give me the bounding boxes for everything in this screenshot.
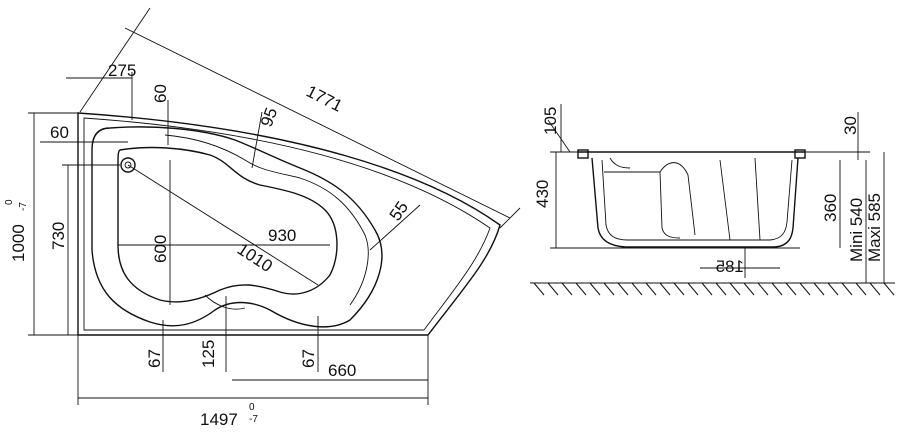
- dim-line-1010: [127, 164, 319, 286]
- floor-hatch-stroke: [799, 282, 811, 296]
- floor-hatch-stroke: [841, 282, 853, 296]
- dim-line-55: [369, 204, 421, 251]
- floor-hatch-stroke: [785, 282, 797, 296]
- tub-rim-inner-edge: [83, 117, 491, 331]
- side-contour-1: [719, 159, 731, 241]
- floor-hatch-stroke: [757, 282, 769, 296]
- dim-67-right: 67: [299, 349, 318, 368]
- dim-1000-tol-lower: -7: [18, 202, 29, 211]
- dim-105: 105: [541, 107, 560, 135]
- tub-outer-rim: [77, 112, 501, 336]
- side-backrest: [659, 162, 696, 236]
- side-rim-left-lip: [577, 149, 589, 159]
- dim-1000-tol-upper: 0: [4, 199, 15, 205]
- dim-1771: 1771: [303, 82, 345, 116]
- floor-hatch-stroke: [771, 282, 783, 296]
- dim-1497-tol-upper: 0: [249, 402, 255, 413]
- floor-hatch-stroke: [617, 282, 629, 296]
- floor-hatch-stroke: [575, 282, 587, 296]
- side-view: 105 430 30 360 Mini 540 Maxi 585 185: [530, 104, 895, 296]
- drain-icon: [120, 157, 136, 173]
- floor-hatch-stroke: [561, 282, 573, 296]
- floor-hatch-stroke: [869, 282, 881, 296]
- seat-line-2: [299, 177, 369, 306]
- dim-430: 430: [533, 180, 552, 208]
- floor-hatch-stroke: [855, 282, 867, 296]
- floor-hatch-stroke: [603, 282, 615, 296]
- dim-55: 55: [386, 198, 412, 224]
- floor-hatch-stroke: [813, 282, 825, 296]
- dim-730: 730: [49, 222, 68, 250]
- side-seat-profile: [604, 171, 681, 239]
- dim-360: 360: [821, 194, 840, 222]
- dim-30: 30: [841, 116, 860, 135]
- side-tub-outer-profile: [591, 157, 799, 248]
- floor-hatch-stroke: [533, 282, 545, 296]
- dim-185: 185: [716, 257, 744, 276]
- floor-hatch-stroke: [715, 282, 727, 296]
- side-rim-right-lip: [794, 149, 806, 159]
- dim-60-top: 60: [151, 84, 170, 103]
- dim-line-1771: [124, 27, 511, 219]
- basin-bottom: [117, 146, 338, 303]
- side-contour-2: [754, 157, 761, 241]
- dim-930: 930: [268, 226, 296, 245]
- floor-hatch-stroke: [631, 282, 643, 296]
- dim-60-left: 60: [50, 123, 69, 142]
- floor-hatch-stroke: [701, 282, 713, 296]
- floor-hatch-stroke: [673, 282, 685, 296]
- floor-hatch-stroke: [883, 282, 895, 296]
- dim-125: 125: [199, 340, 218, 368]
- floor-hatch-stroke: [547, 282, 559, 296]
- floor-hatch-stroke: [729, 282, 741, 296]
- basin-contour: [91, 126, 383, 328]
- side-contour-3: [609, 157, 631, 169]
- drain-center: [124, 161, 132, 169]
- floor-hatch-stroke: [827, 282, 839, 296]
- floor-hatch-stroke: [659, 282, 671, 296]
- ext-line-1771-a: [79, 7, 151, 113]
- dim-1497: 1497: [200, 410, 238, 429]
- dim-1497-tol-lower: -7: [249, 414, 258, 425]
- top-view: 1771 275 60 95 60 1000 0 -7 730 600 930: [4, 7, 521, 429]
- dim-67-left: 67: [145, 349, 164, 368]
- dim-mini-540: Mini 540: [847, 198, 866, 262]
- dim-line-95: [251, 111, 263, 169]
- ext-line-105: [547, 119, 571, 153]
- seat-line-1: [164, 134, 301, 179]
- dim-maxi-585: Maxi 585: [865, 193, 884, 262]
- dim-600: 600: [151, 235, 170, 263]
- armrest-line: [204, 294, 246, 310]
- dim-1000: 1000: [9, 224, 28, 262]
- floor-hatching: [533, 282, 895, 296]
- dim-660: 660: [328, 361, 356, 380]
- floor-hatch-stroke: [589, 282, 601, 296]
- floor-hatch-stroke: [645, 282, 657, 296]
- side-tub-inner-profile: [601, 159, 793, 241]
- floor-hatch-stroke: [687, 282, 699, 296]
- dim-95: 95: [257, 105, 281, 129]
- floor-hatch-stroke: [743, 282, 755, 296]
- dim-275: 275: [108, 61, 136, 80]
